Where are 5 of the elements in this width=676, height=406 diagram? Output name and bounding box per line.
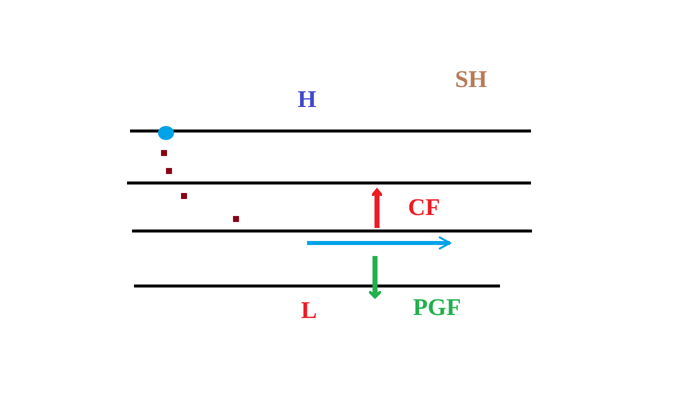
force-label: CF xyxy=(408,196,440,220)
force-label: PGF xyxy=(413,296,461,320)
pressure-label: L xyxy=(301,299,317,323)
pressure-label: SH xyxy=(455,68,487,92)
pressure-label: H xyxy=(298,88,316,112)
